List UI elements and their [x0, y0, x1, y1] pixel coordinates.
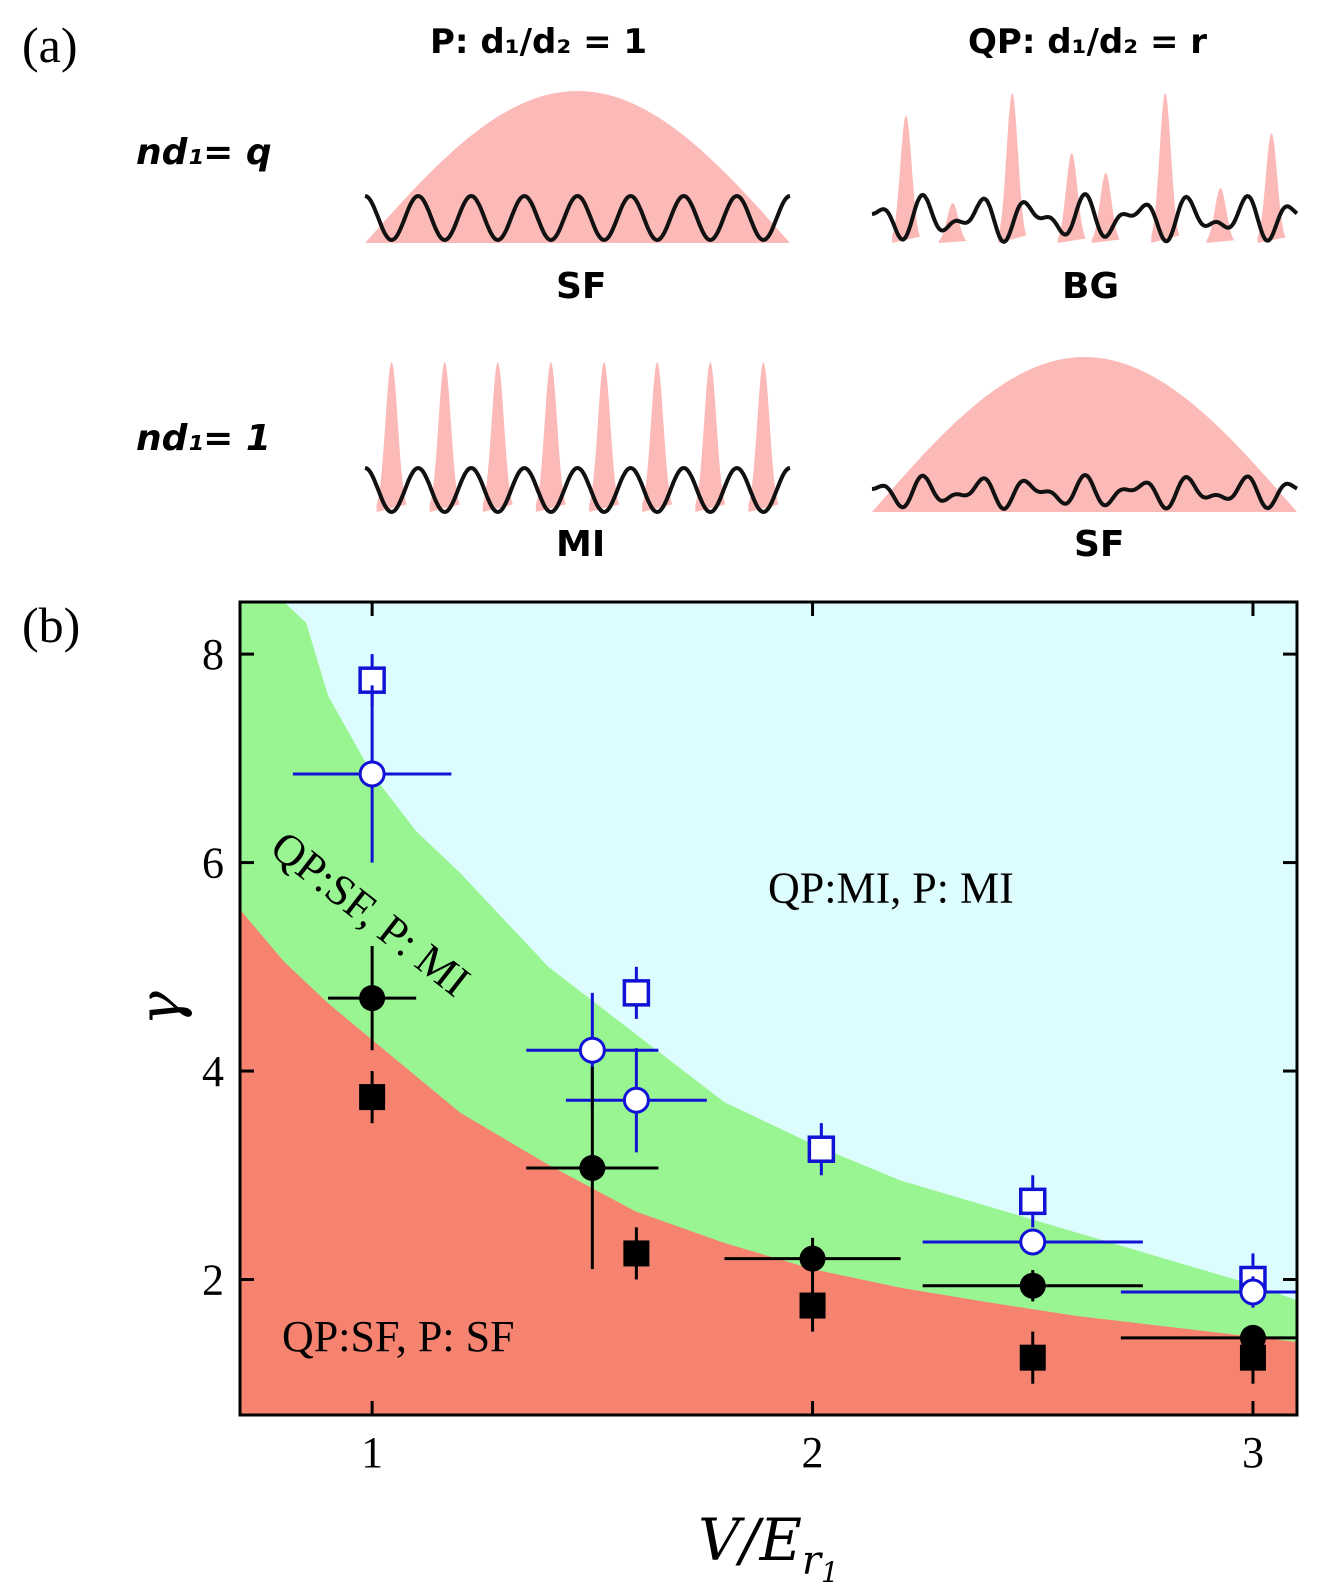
series-filled-square-point-4 — [1239, 1331, 1266, 1384]
series-open-square-point-1 — [622, 966, 651, 1019]
marker — [579, 1154, 606, 1181]
plot-frame — [238, 600, 1299, 1417]
marker — [799, 1292, 826, 1319]
density-p-row2-1 — [429, 362, 460, 512]
marker — [807, 1135, 836, 1163]
marker — [1239, 1278, 1267, 1306]
series-open-circle-point-4 — [1120, 1276, 1297, 1308]
panel-a-illustrations — [364, 91, 1299, 515]
density-qp-row1-3 — [1057, 153, 1086, 243]
series-filled-circle-point-2 — [724, 1237, 901, 1280]
density-p-row2-5 — [642, 362, 673, 512]
density-qp-row1-5 — [1151, 93, 1180, 243]
series-filled-square-point-0 — [359, 1071, 386, 1124]
marker — [622, 979, 651, 1007]
panel-a-label: (a) — [22, 17, 78, 73]
cell-qp-row2-label: SF — [1074, 524, 1125, 565]
density-qp-row1-4 — [1091, 173, 1120, 243]
marker — [1239, 1344, 1266, 1371]
x-tick-label: 3 — [1242, 1428, 1264, 1477]
density-qp-row1-0 — [892, 115, 920, 243]
y-tick-label: 8 — [202, 630, 224, 679]
potential-p-row2 — [364, 465, 791, 515]
marker — [622, 1086, 650, 1114]
series-filled-circle-point-1 — [526, 1066, 659, 1270]
density-p-row2-0 — [376, 362, 407, 512]
density-p-row2-6 — [695, 362, 726, 512]
series-filled-circle-point-3 — [922, 1270, 1143, 1302]
series-open-circle-point-2 — [565, 1048, 707, 1153]
density-qp-row1-6 — [1206, 188, 1235, 243]
marker — [1019, 1228, 1047, 1256]
series-open-square-point-3 — [1019, 1175, 1047, 1228]
col-p-title: P: d₁/d₂ = 1 — [430, 22, 647, 62]
potential-p-row1 — [364, 193, 791, 243]
col-qp-title: QP: d₁/d₂ = r — [968, 22, 1207, 62]
marker — [358, 760, 386, 788]
density-p-row2-4 — [589, 362, 620, 512]
marker — [1019, 1272, 1046, 1299]
marker — [799, 1245, 826, 1272]
density-p-row2-2 — [482, 362, 513, 512]
x-tick-label: 2 — [802, 1428, 824, 1477]
col-qp-title-text: QP: d₁/d₂ = r — [968, 22, 1208, 62]
marker — [1019, 1344, 1046, 1371]
row1-label: nd₁= q — [136, 132, 272, 173]
y-tick-label: 6 — [202, 839, 224, 888]
series-open-circle-point-0 — [292, 685, 452, 863]
y-tick-label: 2 — [202, 1256, 224, 1305]
series-filled-square-point-1 — [623, 1227, 650, 1280]
region-label-qp-sf-p-sf: QP:SF, P: SF — [282, 1312, 515, 1361]
density-qp-row2 — [872, 357, 1297, 512]
marker — [578, 1036, 606, 1064]
y-axis-label: γ — [126, 991, 194, 1026]
region-label-qp-mi-p-mi: QP:MI, P: MI — [768, 864, 1014, 913]
density-p-row1 — [365, 91, 790, 243]
density-p-row2-7 — [748, 362, 779, 512]
col-p-title-text: P: d₁/d₂ = 1 — [430, 22, 648, 62]
panel-b-label: (b) — [22, 597, 81, 653]
region-qp-sf-p-sf — [240, 909, 1297, 1415]
marker — [359, 985, 386, 1012]
cell-p-row2-label: MI — [556, 524, 606, 565]
series-filled-circle-point-0 — [328, 945, 417, 1051]
series-open-circle-point-3 — [922, 1228, 1143, 1256]
x-axis-label: V/Er1 — [698, 1506, 839, 1584]
cell-p-row1-label: SF — [556, 266, 607, 307]
series-open-square-point-2 — [807, 1123, 836, 1176]
marker — [623, 1240, 650, 1267]
series-filled-square-point-2 — [799, 1279, 826, 1332]
marker — [359, 1084, 386, 1111]
potential-qp-row2 — [871, 473, 1298, 511]
series-filled-square-point-3 — [1019, 1331, 1046, 1384]
x-tick-label: 1 — [361, 1428, 383, 1477]
density-p-row2-3 — [535, 362, 566, 512]
marker — [1019, 1187, 1047, 1216]
y-tick-label: 4 — [202, 1047, 224, 1096]
row2-label: nd₁= 1 — [136, 418, 271, 459]
cell-qp-row1-label: BG — [1062, 266, 1119, 307]
potential-qp-row1 — [871, 192, 1299, 245]
